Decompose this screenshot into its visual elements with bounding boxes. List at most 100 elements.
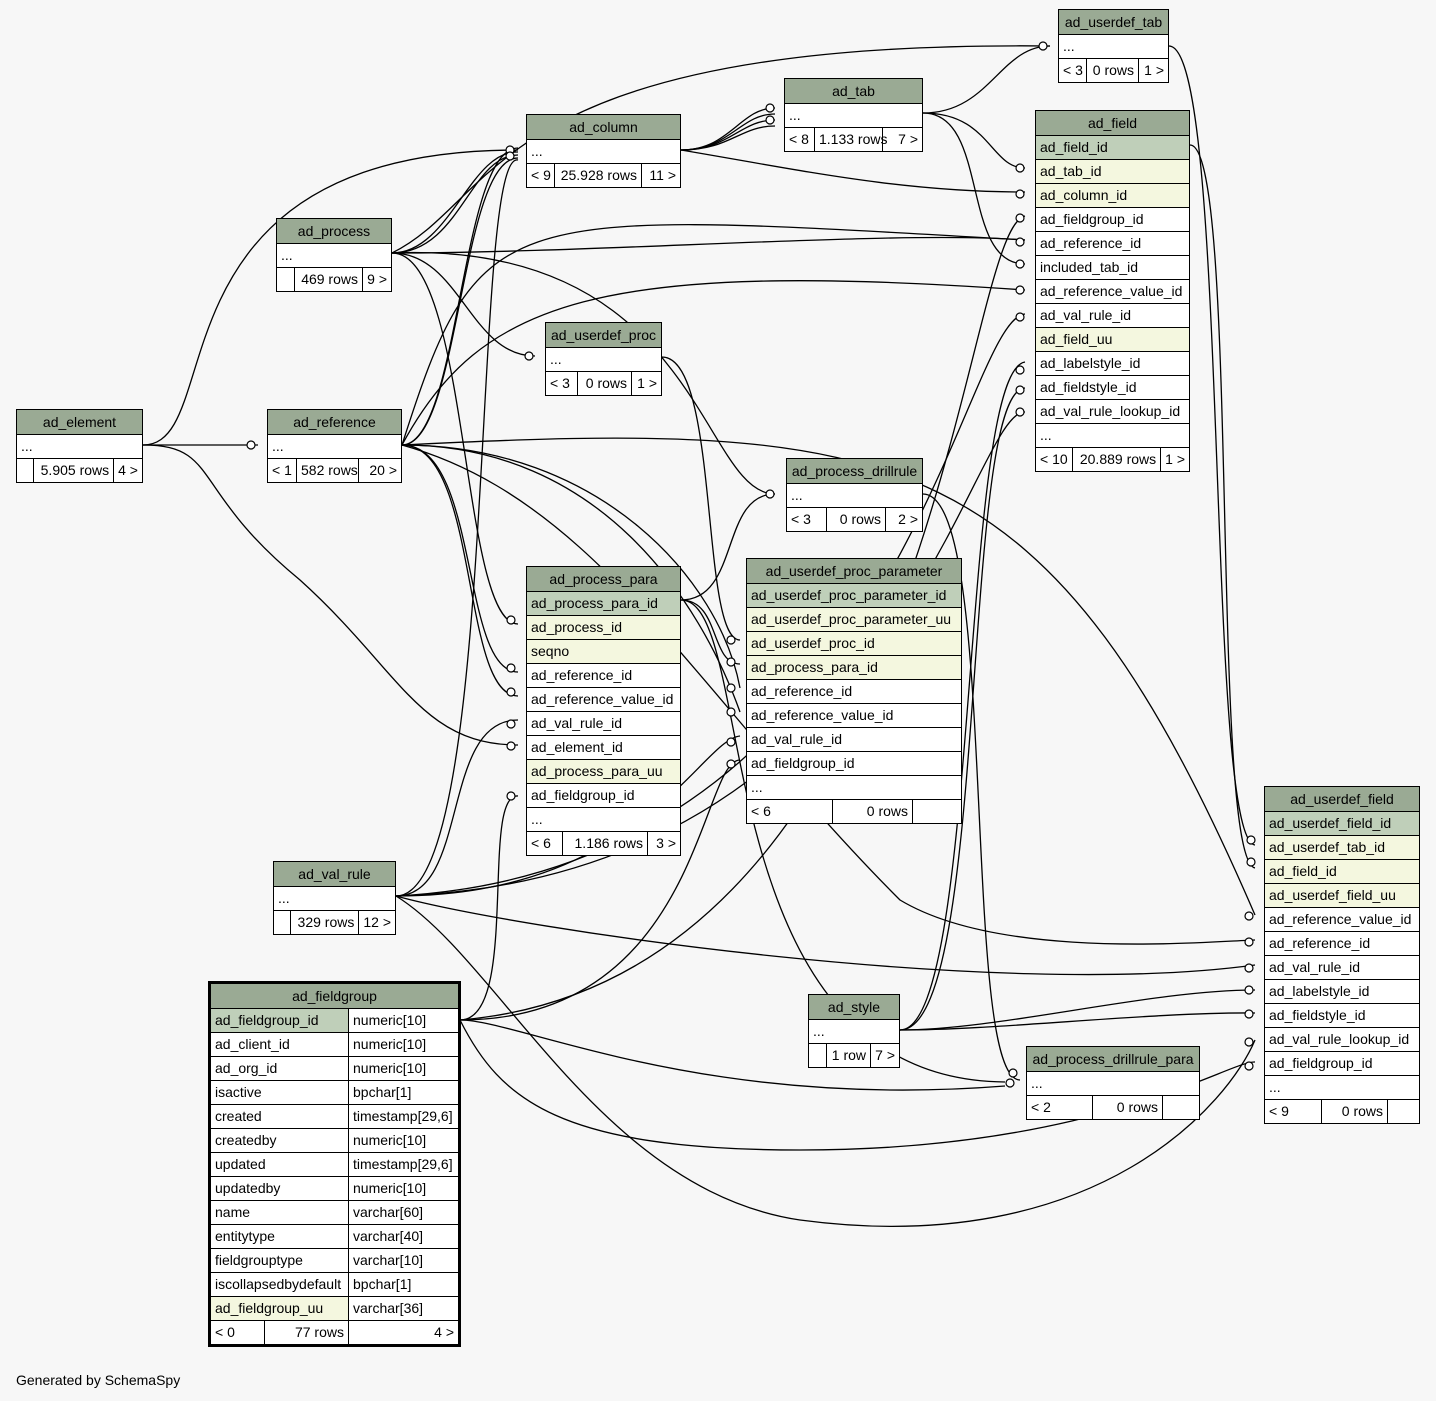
column-ad_val_rule_lookup_id[interactable]: ad_val_rule_lookup_id xyxy=(1036,400,1189,424)
children-count[interactable]: 12 > xyxy=(363,914,391,930)
more-columns[interactable]: ... xyxy=(527,140,680,164)
more-columns[interactable]: ... xyxy=(787,484,922,508)
parents-count[interactable]: < 2 xyxy=(1027,1096,1093,1119)
column-ad_val_rule_lookup_id[interactable]: ad_val_rule_lookup_id xyxy=(1265,1028,1419,1052)
more-columns[interactable]: ... xyxy=(527,808,680,832)
table-header[interactable]: ad_field xyxy=(1036,111,1189,136)
children-count[interactable]: 1 > xyxy=(637,375,657,391)
children-count[interactable]: 4 > xyxy=(118,462,138,478)
column-ad_process_para_uu[interactable]: ad_process_para_uu xyxy=(527,760,680,784)
table-header[interactable]: ad_style xyxy=(809,995,899,1020)
column-ad_reference_id[interactable]: ad_reference_id xyxy=(1036,232,1189,256)
parents-count[interactable]: < 8 xyxy=(785,128,815,151)
more-columns[interactable]: ... xyxy=(277,244,391,268)
column-ad_fieldgroup_id[interactable]: ad_fieldgroup_id xyxy=(747,752,961,776)
column-ad_process_para_id[interactable]: ad_process_para_id xyxy=(527,592,680,616)
table-header[interactable]: ad_process_drillrule_para xyxy=(1027,1047,1199,1072)
column-ad_process_id[interactable]: ad_process_id xyxy=(527,616,680,640)
column-ad_fieldgroup_id[interactable]: ad_fieldgroup_id xyxy=(1265,1052,1419,1076)
children-count[interactable]: 3 > xyxy=(656,835,676,851)
more-columns[interactable]: ... xyxy=(17,435,142,459)
children-count[interactable]: 20 > xyxy=(369,462,397,478)
parents-count[interactable] xyxy=(809,1044,827,1067)
column-ad_element_id[interactable]: ad_element_id xyxy=(527,736,680,760)
more-columns[interactable]: ... xyxy=(1027,1072,1199,1096)
parents-count[interactable]: < 9 xyxy=(527,164,555,187)
children-count[interactable] xyxy=(1163,1096,1199,1119)
parents-count[interactable]: < 9 xyxy=(1265,1100,1322,1123)
more-columns[interactable]: ... xyxy=(1265,1076,1419,1100)
table-header[interactable]: ad_userdef_proc xyxy=(546,323,661,348)
column-ad_column_id[interactable]: ad_column_id xyxy=(1036,184,1189,208)
column-ad_reference_value_id[interactable]: ad_reference_value_id xyxy=(747,704,961,728)
column-ad_fieldgroup_id[interactable]: ad_fieldgroup_id xyxy=(527,784,680,808)
more-columns[interactable]: ... xyxy=(809,1020,899,1044)
column-ad_fieldstyle_id[interactable]: ad_fieldstyle_id xyxy=(1036,376,1189,400)
more-columns[interactable]: ... xyxy=(546,348,661,372)
column-ad_reference_value_id[interactable]: ad_reference_value_id xyxy=(1036,280,1189,304)
table-header[interactable]: ad_reference xyxy=(268,410,401,435)
column-ad_tab_id[interactable]: ad_tab_id xyxy=(1036,160,1189,184)
column-ad_val_rule_id[interactable]: ad_val_rule_id xyxy=(747,728,961,752)
parents-count[interactable] xyxy=(17,459,34,482)
children-count[interactable]: 1 > xyxy=(1165,451,1185,467)
table-header[interactable]: ad_tab xyxy=(785,79,922,104)
column-ad_labelstyle_id[interactable]: ad_labelstyle_id xyxy=(1265,980,1419,1004)
table-header[interactable]: ad_userdef_tab xyxy=(1059,10,1168,35)
table-header[interactable]: ad_userdef_field xyxy=(1265,787,1419,812)
column-ad_field_uu[interactable]: ad_field_uu xyxy=(1036,328,1189,352)
children-count[interactable]: 7 > xyxy=(875,1047,895,1063)
children-count[interactable] xyxy=(913,800,961,823)
more-columns[interactable]: ... xyxy=(747,776,961,800)
parents-count[interactable]: < 1 xyxy=(268,459,297,482)
column-ad_reference_id[interactable]: ad_reference_id xyxy=(747,680,961,704)
parents-count[interactable]: < 3 xyxy=(787,508,827,531)
column-ad_reference_id[interactable]: ad_reference_id xyxy=(1265,932,1419,956)
parents-count[interactable]: < 6 xyxy=(747,800,833,823)
parents-count[interactable]: < 6 xyxy=(527,832,563,855)
column-ad_userdef_field_uu[interactable]: ad_userdef_field_uu xyxy=(1265,884,1419,908)
column-ad_userdef_proc_id[interactable]: ad_userdef_proc_id xyxy=(747,632,961,656)
children-count[interactable]: 1 > xyxy=(1144,62,1164,78)
more-columns[interactable]: ... xyxy=(274,887,395,911)
column-ad_field_id[interactable]: ad_field_id xyxy=(1265,860,1419,884)
column-ad_field_id[interactable]: ad_field_id xyxy=(1036,136,1189,160)
column-ad_fieldgroup_id[interactable]: ad_fieldgroup_id xyxy=(1036,208,1189,232)
parents-count[interactable]: < 3 xyxy=(1059,59,1087,82)
parents-count[interactable]: < 0 xyxy=(211,1321,265,1344)
column-ad_reference_value_id[interactable]: ad_reference_value_id xyxy=(527,688,680,712)
table-header[interactable]: ad_process_drillrule xyxy=(787,459,922,484)
parents-count[interactable]: < 10 xyxy=(1036,448,1073,471)
column-ad_val_rule_id[interactable]: ad_val_rule_id xyxy=(1036,304,1189,328)
children-count[interactable]: 11 > xyxy=(649,167,676,183)
column-ad_userdef_proc_parameter_id[interactable]: ad_userdef_proc_parameter_id xyxy=(747,584,961,608)
column-ad_reference_id[interactable]: ad_reference_id xyxy=(527,664,680,688)
table-header[interactable]: ad_element xyxy=(17,410,142,435)
column-ad_reference_value_id[interactable]: ad_reference_value_id xyxy=(1265,908,1419,932)
table-header[interactable]: ad_column xyxy=(527,115,680,140)
column-ad_userdef_field_id[interactable]: ad_userdef_field_id xyxy=(1265,812,1419,836)
column-included_tab_id[interactable]: included_tab_id xyxy=(1036,256,1189,280)
